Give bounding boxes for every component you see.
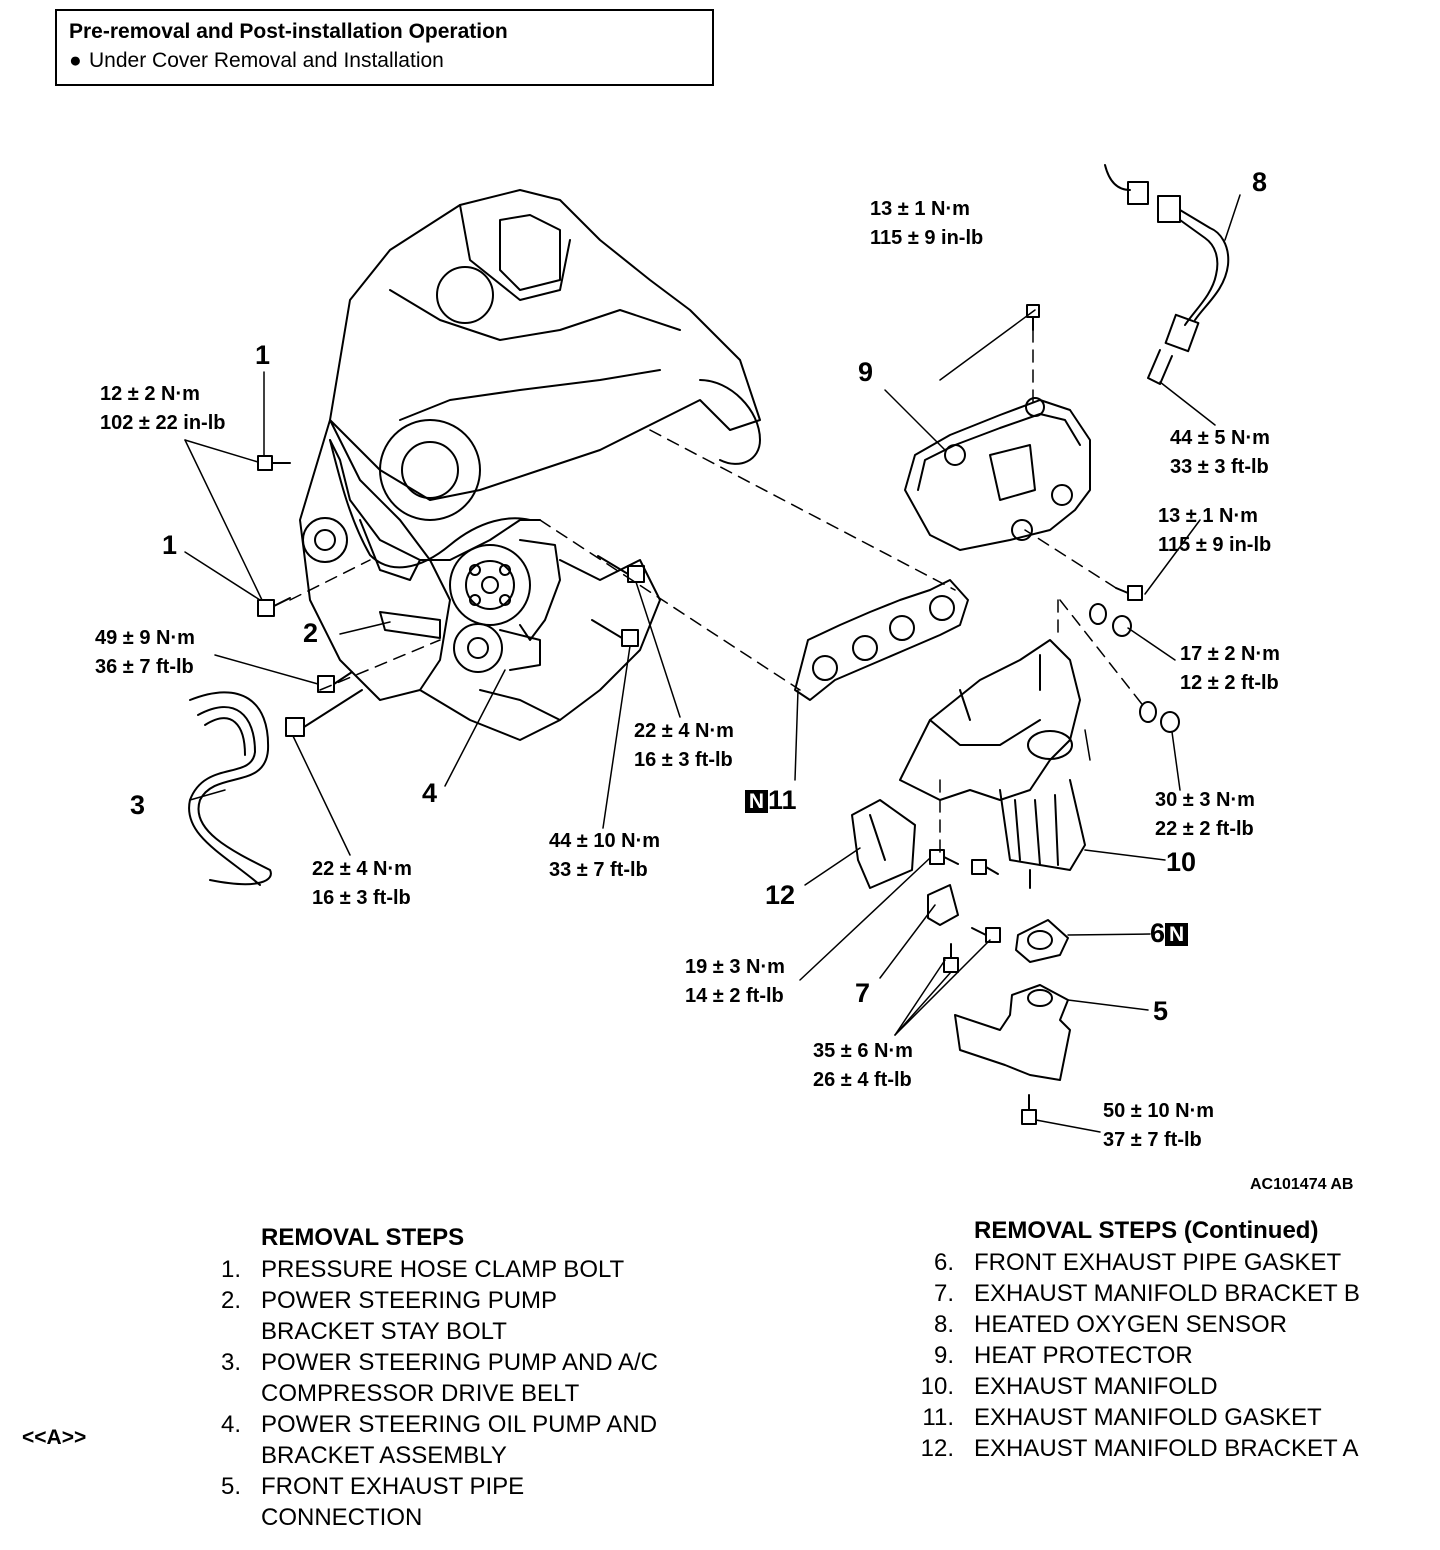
- list-item: 10.EXHAUST MANIFOLD: [920, 1373, 1218, 1400]
- new-part-icon: N: [1165, 923, 1189, 947]
- torque-nm: 13 ± 1 N·m: [1158, 505, 1258, 527]
- torque-nm: 35 ± 6 N·m: [813, 1040, 913, 1062]
- torque-nm: 17 ± 2 N·m: [1180, 643, 1280, 665]
- oxygen-sensor-drawing: [1104, 164, 1230, 385]
- torque-spec-35nm-bracket-b: 35 ± 6 N·m 26 ± 4 ft-lb: [813, 1037, 913, 1095]
- torque-nm: 13 ± 1 N·m: [870, 198, 970, 220]
- callout-5: 5: [1153, 996, 1169, 1026]
- exhaust-manifold-drawing: [899, 639, 1086, 889]
- torque-nm: 44 ± 5 N·m: [1170, 427, 1270, 449]
- list-item: 9.HEAT PROTECTOR: [933, 1342, 1193, 1369]
- torque-alt: 115 ± 9 in-lb: [1158, 534, 1272, 556]
- power-steering-pump-drawing: [379, 539, 561, 673]
- torque-nm: 12 ± 2 N·m: [100, 383, 200, 405]
- callout-7: 7: [855, 978, 871, 1008]
- callout-11-number: 11: [768, 785, 797, 815]
- drive-belt-drawing: [188, 691, 272, 886]
- torque-spec-pressure-hose-clamp-bolt: 12 ± 2 N·m 102 ± 22 in-lb: [100, 380, 225, 438]
- exhaust-manifold-gasket-drawing: [794, 579, 969, 701]
- removal-steps-list: REMOVAL STEPS 1.PRESSURE HOSE CLAMP BOLT…: [220, 1224, 658, 1533]
- callout-2: 2: [303, 618, 319, 648]
- front-exhaust-pipe-drawing: [954, 984, 1071, 1081]
- removal-steps-heading: REMOVAL STEPS: [261, 1224, 465, 1251]
- torque-alt: 115 ± 9 in-lb: [870, 227, 984, 249]
- engine-block-drawing: [299, 189, 761, 741]
- operation-box-item: ● Under Cover Removal and Installation: [69, 49, 444, 73]
- torque-spec-heat-protector-top: 13 ± 1 N·m 115 ± 9 in-lb: [870, 195, 983, 253]
- leader-lines: [184, 194, 1241, 1133]
- front-exhaust-pipe-gasket-drawing: [1015, 919, 1069, 963]
- torque-alt: 33 ± 3 ft-lb: [1170, 456, 1269, 478]
- torque-nm: 49 ± 9 N·m: [95, 627, 195, 649]
- procedure-marker: <<A>>: [22, 1426, 87, 1449]
- operation-item-label: Under Cover Removal and Installation: [89, 49, 444, 72]
- torque-spec-19nm-bracket: 19 ± 3 N·m 14 ± 2 ft-lb: [685, 953, 785, 1011]
- callout-9: 9: [858, 357, 874, 387]
- torque-nm: 22 ± 4 N·m: [634, 720, 734, 742]
- torque-alt: 102 ± 22 in-lb: [100, 412, 226, 434]
- torque-spec-49nm: 49 ± 9 N·m 36 ± 7 ft-lb: [95, 624, 195, 682]
- pre-removal-operation-box: Pre-removal and Post-installation Operat…: [55, 9, 714, 86]
- pressure-hose-drawing: [329, 439, 531, 569]
- exhaust-manifold-bracket-a-drawing: [851, 799, 916, 889]
- exhaust-manifold-bracket-b-drawing: [927, 884, 959, 926]
- callout-1-lower: 1: [162, 530, 178, 560]
- torque-alt: 16 ± 3 ft-lb: [634, 749, 733, 771]
- torque-nm: 22 ± 4 N·m: [312, 858, 412, 880]
- torque-spec-17nm-nut: 17 ± 2 N·m 12 ± 2 ft-lb: [1180, 640, 1280, 698]
- torque-spec-22nm-upper: 22 ± 4 N·m 16 ± 3 ft-lb: [634, 717, 734, 775]
- new-part-icon: N: [745, 790, 768, 814]
- torque-spec-44nm-pump: 44 ± 10 N·m 33 ± 7 ft-lb: [549, 827, 660, 885]
- alignment-dashed-lines: [289, 329, 1146, 861]
- operation-box-title: Pre-removal and Post-installation Operat…: [69, 20, 508, 43]
- list-item: 6.FRONT EXHAUST PIPE GASKET: [933, 1249, 1342, 1276]
- list-item: 1.PRESSURE HOSE CLAMP BOLT: [220, 1256, 625, 1283]
- removal-steps-continued-list: REMOVAL STEPS (Continued) 6.FRONT EXHAUS…: [920, 1217, 1360, 1464]
- torque-spec-heat-protector-side: 13 ± 1 N·m 115 ± 9 in-lb: [1158, 502, 1271, 560]
- list-item: 11.EXHAUST MANIFOLD GASKET: [922, 1404, 1322, 1431]
- torque-alt: 26 ± 4 ft-lb: [813, 1069, 912, 1091]
- figure-code: AC101474 AB: [1250, 1176, 1354, 1193]
- torque-nm: 30 ± 3 N·m: [1155, 789, 1255, 811]
- torque-spec-22nm-lower: 22 ± 4 N·m 16 ± 3 ft-lb: [312, 855, 412, 913]
- torque-alt: 36 ± 7 ft-lb: [95, 656, 194, 678]
- torque-spec-oxygen-sensor: 44 ± 5 N·m 33 ± 3 ft-lb: [1170, 424, 1270, 482]
- list-item: 8.HEATED OXYGEN SENSOR: [933, 1311, 1287, 1338]
- callout-3: 3: [130, 790, 146, 820]
- callout-4: 4: [422, 778, 438, 808]
- callout-8: 8: [1252, 167, 1268, 197]
- list-item: 7.EXHAUST MANIFOLD BRACKET B: [933, 1280, 1360, 1307]
- callout-1-upper: 1: [255, 340, 271, 370]
- list-item: 12.EXHAUST MANIFOLD BRACKET A: [920, 1435, 1359, 1462]
- bullet-icon: ●: [69, 49, 82, 72]
- torque-spec-50nm-exhaust-pipe: 50 ± 10 N·m 37 ± 7 ft-lb: [1103, 1097, 1214, 1155]
- removal-steps-continued-heading: REMOVAL STEPS (Continued): [974, 1217, 1319, 1244]
- torque-spec-30nm-nut: 30 ± 3 N·m 22 ± 2 ft-lb: [1155, 786, 1255, 844]
- torque-nm: 50 ± 10 N·m: [1103, 1100, 1215, 1122]
- torque-nm: 44 ± 10 N·m: [549, 830, 661, 852]
- torque-alt: 22 ± 2 ft-lb: [1155, 818, 1254, 840]
- torque-alt: 37 ± 7 ft-lb: [1103, 1129, 1202, 1151]
- torque-alt: 14 ± 2 ft-lb: [685, 985, 784, 1007]
- nut-drawings: [1089, 603, 1180, 733]
- exploded-diagram: [184, 164, 1241, 1133]
- heat-protector-drawing: [904, 397, 1091, 551]
- callout-6-number: 6: [1150, 918, 1166, 948]
- torque-nm: 19 ± 3 N·m: [685, 956, 785, 978]
- torque-alt: 12 ± 2 ft-lb: [1180, 672, 1279, 694]
- torque-alt: 33 ± 7 ft-lb: [549, 859, 648, 881]
- torque-alt: 16 ± 3 ft-lb: [312, 887, 411, 909]
- callout-12: 12: [765, 880, 796, 910]
- callout-10: 10: [1166, 847, 1197, 877]
